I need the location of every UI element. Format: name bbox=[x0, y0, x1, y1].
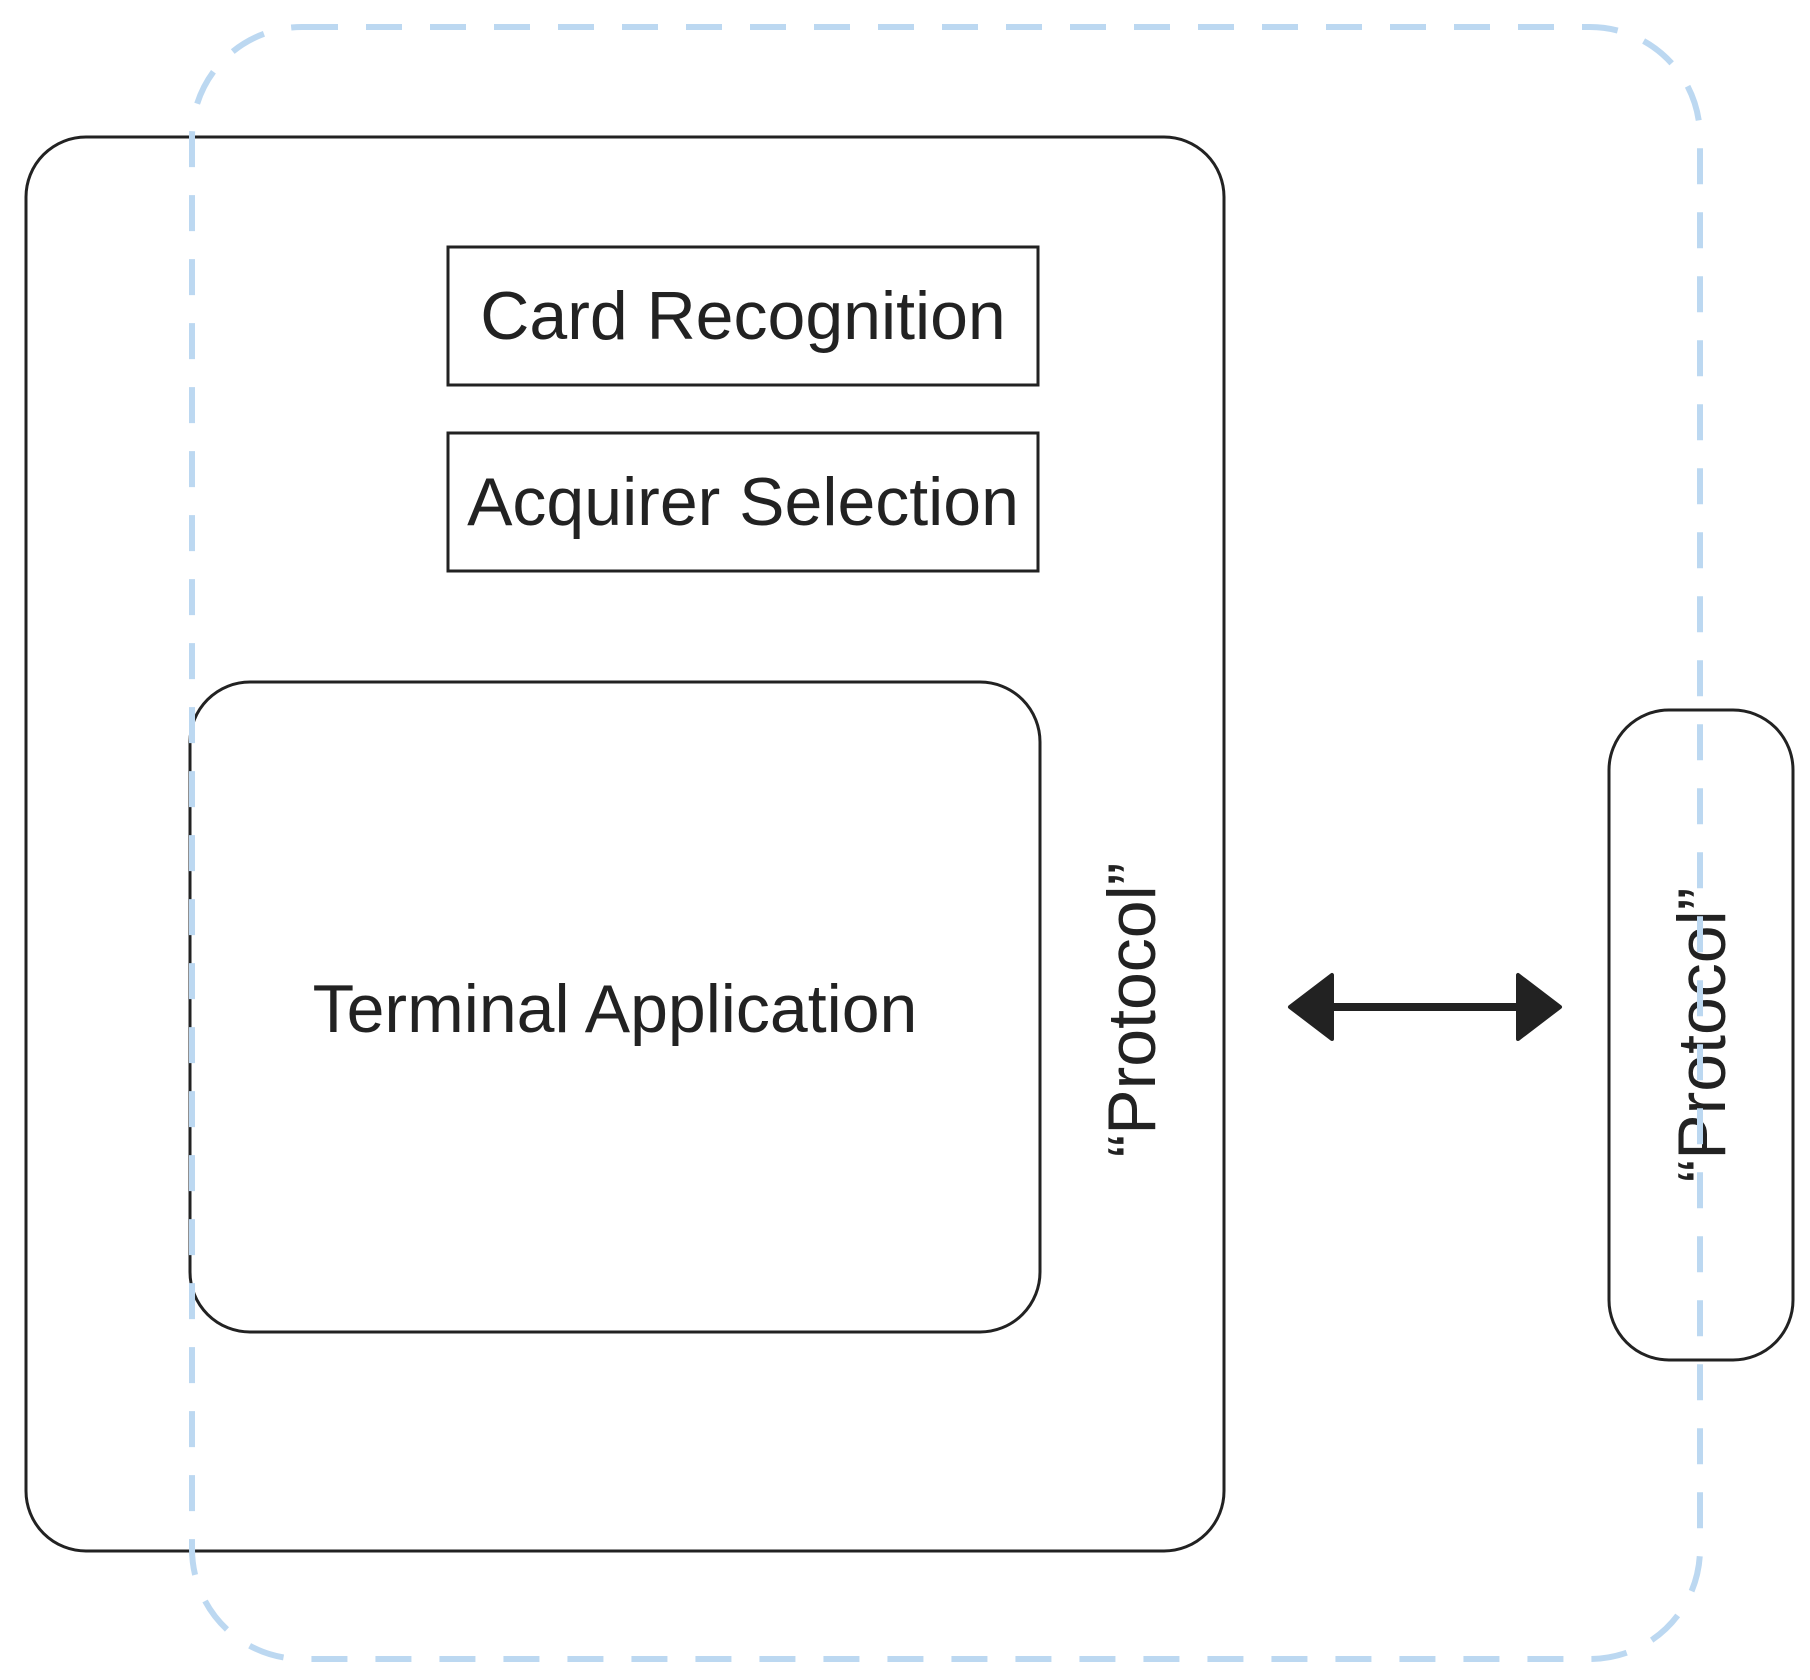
dashed-boundary bbox=[189, 24, 1703, 1662]
arrow-head-right bbox=[1516, 973, 1562, 1041]
card-recognition-box bbox=[446, 245, 1040, 387]
terminal-application-box bbox=[188, 680, 1042, 1334]
bidirectional-arrow bbox=[1288, 973, 1562, 1041]
card-protocol-box bbox=[1607, 708, 1795, 1362]
acquirer-selection-box bbox=[446, 431, 1040, 573]
acquirer-selection-label: Acquirer Selection bbox=[467, 464, 1019, 540]
arrow-head-left bbox=[1288, 973, 1334, 1041]
terminal-application-label: Terminal Application bbox=[313, 971, 918, 1047]
terminal-protocol-label: “Protocol” bbox=[1094, 863, 1170, 1158]
card-recognition-label: Card Recognition bbox=[480, 278, 1005, 354]
